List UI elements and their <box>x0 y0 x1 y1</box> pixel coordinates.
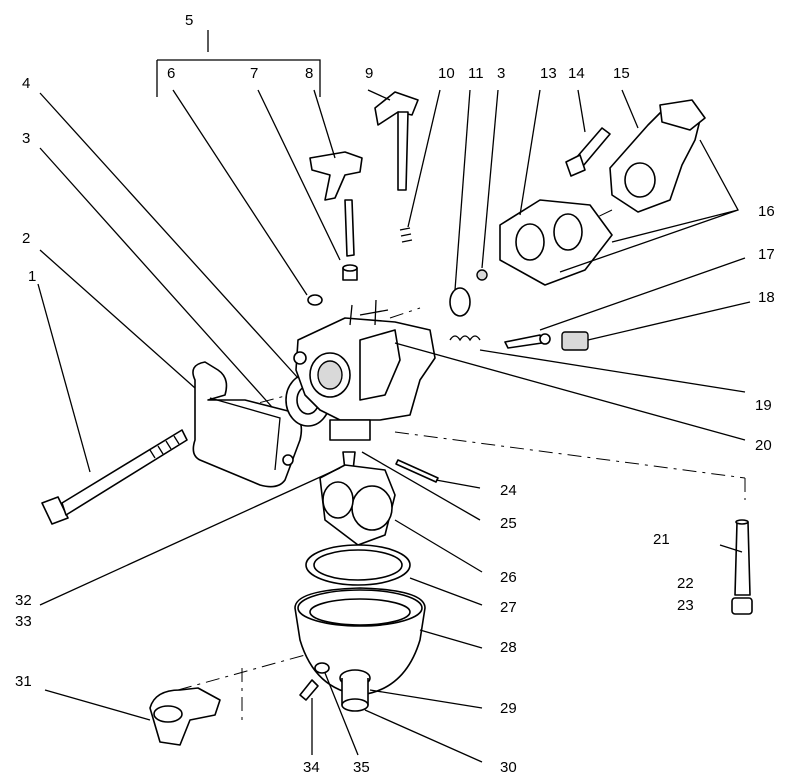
label-3-left: 3 <box>22 130 30 147</box>
label-31: 31 <box>15 673 32 690</box>
label-16: 16 <box>758 203 775 220</box>
part-35-washer <box>314 662 330 674</box>
part-7-seal <box>342 264 358 281</box>
label-4: 4 <box>22 75 30 92</box>
part-19-spring <box>449 335 481 342</box>
label-32: 32 <box>15 592 32 609</box>
label-20: 20 <box>755 437 772 454</box>
part-31-clip <box>149 687 221 746</box>
label-10: 10 <box>438 65 455 82</box>
label-13: 13 <box>540 65 557 82</box>
label-30: 30 <box>500 759 517 776</box>
part-17-idle-screw <box>504 333 551 349</box>
label-18: 18 <box>758 289 775 306</box>
label-29: 29 <box>500 700 517 717</box>
label-28: 28 <box>500 639 517 656</box>
label-5: 5 <box>185 12 193 29</box>
part-29-drain-bolt <box>339 669 371 712</box>
part-26-float <box>319 464 396 546</box>
label-34: 34 <box>303 759 320 776</box>
part-6-washer <box>307 294 323 306</box>
part-15-intake-manifold <box>609 99 706 213</box>
label-7: 7 <box>250 65 258 82</box>
carburetor-body <box>293 299 436 441</box>
part-3-screw <box>476 269 488 281</box>
part-34-screw <box>299 679 319 701</box>
part-8-throttle-shaft <box>309 151 363 257</box>
label-2: 2 <box>22 230 30 247</box>
part-18-knob <box>561 331 589 351</box>
part-11-choke-plate <box>449 287 471 317</box>
label-35: 35 <box>353 759 370 776</box>
part-9-choke-shaft <box>374 91 419 191</box>
label-25: 25 <box>500 515 517 532</box>
label-14: 14 <box>568 65 585 82</box>
label-3-right: 3 <box>497 65 505 82</box>
label-6: 6 <box>167 65 175 82</box>
part-labels: 5 6 7 8 9 10 11 3 13 14 15 4 3 2 1 16 17… <box>15 12 775 776</box>
part-24-pin <box>395 459 439 483</box>
label-11: 11 <box>468 65 484 82</box>
label-26: 26 <box>500 569 517 586</box>
part-27-bowl-gasket <box>305 544 411 586</box>
part-21-main-nozzle <box>734 519 751 596</box>
part-14-bolt <box>565 127 611 177</box>
label-1: 1 <box>28 268 36 285</box>
label-24: 24 <box>500 482 517 499</box>
leader-lines <box>37 30 751 763</box>
label-17: 17 <box>758 246 775 263</box>
label-15: 15 <box>613 65 630 82</box>
part-22-main-jet <box>731 597 753 615</box>
label-8: 8 <box>305 65 313 82</box>
part-13-gasket-spacer <box>499 199 613 286</box>
label-23: 23 <box>677 597 694 614</box>
part-10-spring <box>399 227 413 243</box>
label-22: 22 <box>677 575 694 592</box>
label-9: 9 <box>365 65 373 82</box>
label-33: 33 <box>15 613 32 630</box>
label-19: 19 <box>755 397 772 414</box>
part-1-mounting-bolt <box>41 429 188 525</box>
label-21: 21 <box>653 531 670 548</box>
label-27: 27 <box>500 599 517 616</box>
part-2-bracket <box>192 361 303 488</box>
